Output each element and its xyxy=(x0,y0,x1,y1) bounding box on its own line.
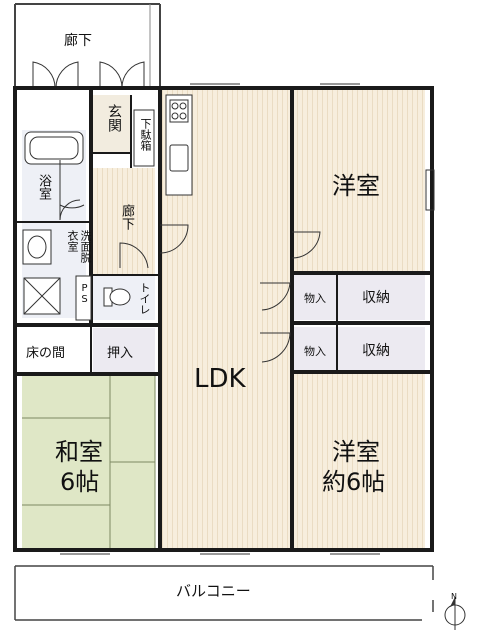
balcony-outline xyxy=(14,565,434,621)
label-washitsu-size: 6帖 xyxy=(60,468,100,496)
label-hallway-inner: 廊下 xyxy=(119,204,134,230)
label-closet1-mono: 物入 xyxy=(304,292,326,305)
structural-walls xyxy=(13,86,434,552)
washer-pan xyxy=(23,277,61,315)
compass-north-label: N xyxy=(451,592,457,601)
label-entrance: 玄関 xyxy=(106,104,122,132)
youshitsu2-floor xyxy=(292,372,425,550)
windows xyxy=(60,83,435,555)
outer-hallway-walls xyxy=(14,3,161,88)
label-ps: PS xyxy=(79,283,90,305)
label-bath: 浴室 xyxy=(36,174,51,200)
label-shoe-box: 下駄箱 xyxy=(139,118,152,151)
label-washroom: 洗面脱衣室 xyxy=(66,230,92,263)
label-closet2-shuno: 収納 xyxy=(362,343,390,359)
label-tokonoma: 床の間 xyxy=(26,346,66,361)
tatami-lines xyxy=(22,375,156,548)
partition-walls xyxy=(15,95,432,374)
label-washitsu-name: 和室 xyxy=(55,438,103,466)
closet1-floor xyxy=(292,275,425,320)
shoe-box xyxy=(133,109,155,167)
toilet-fixture xyxy=(103,287,131,307)
north-compass xyxy=(444,597,466,630)
tokonoma-floor xyxy=(22,328,90,372)
kitchen-counter xyxy=(165,94,193,196)
hallway-floor xyxy=(93,168,155,278)
label-youshitsu2-name: 洋室 xyxy=(332,438,380,466)
entrance-floor xyxy=(93,95,131,153)
bathtub xyxy=(24,131,84,221)
label-closet2-mono: 物入 xyxy=(304,345,326,358)
entrance-double-door xyxy=(32,61,145,89)
oshiire-floor xyxy=(93,328,155,372)
label-closet1-shuno: 収納 xyxy=(362,290,390,306)
closet2-floor xyxy=(292,327,425,372)
label-toilet: トイレ xyxy=(138,282,151,315)
interior-doors xyxy=(59,178,321,363)
balcony-floor xyxy=(15,566,433,618)
label-youshitsu2-size: 約6帖 xyxy=(322,468,386,496)
label-hallway-outer: 廊下 xyxy=(64,33,92,49)
label-youshitsu1: 洋室 xyxy=(332,172,380,200)
youshitsu1-floor xyxy=(292,88,425,271)
label-oshiire: 押入 xyxy=(107,346,134,361)
ps-shaft xyxy=(75,275,92,321)
label-balcony: バルコニー xyxy=(176,582,251,600)
washbasin xyxy=(22,229,52,265)
label-ldk: LDK xyxy=(194,364,246,394)
